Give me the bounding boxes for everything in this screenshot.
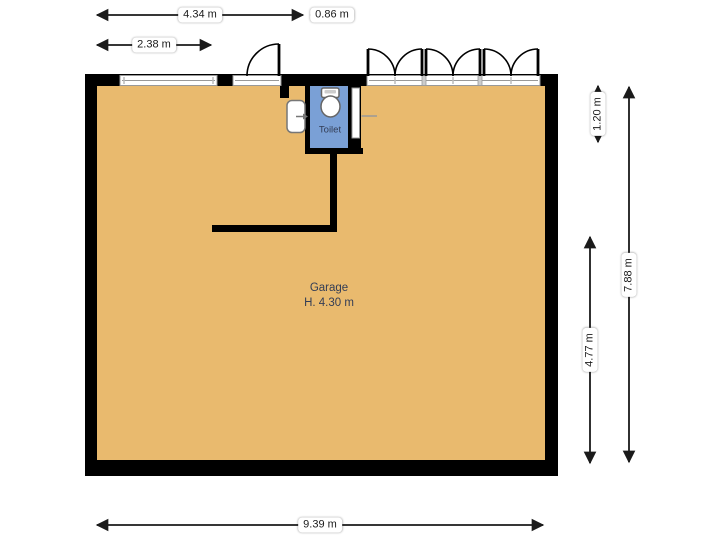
toilet-icon [320, 87, 341, 118]
interior-wall [212, 154, 337, 232]
dimension-label-right-toilet-depth: 1.20 m [590, 92, 606, 136]
garage-ceiling-height-label: H. 4.30 m [304, 297, 354, 309]
dimension-label-top-garage-width: 4.34 m [178, 7, 222, 23]
toilet-room-label: Toilet [318, 124, 342, 136]
sink-icon [286, 99, 308, 134]
dimension-label-bottom-total-width: 9.39 m [298, 517, 342, 533]
window-right [366, 75, 541, 86]
dimension-label-top-wall-segment: 2.38 m [132, 37, 176, 53]
folding-doors [366, 48, 540, 77]
toilet-door [351, 87, 377, 139]
dimension-label-top-toilet-width: 0.86 m [310, 7, 354, 23]
dimension-label-right-open-depth: 4.77 m [582, 328, 598, 372]
window-left [119, 75, 218, 86]
dimension-label-right-total-depth: 7.88 m [621, 253, 637, 297]
garage-room-label: Garage [309, 282, 349, 294]
entry-door [232, 43, 282, 86]
